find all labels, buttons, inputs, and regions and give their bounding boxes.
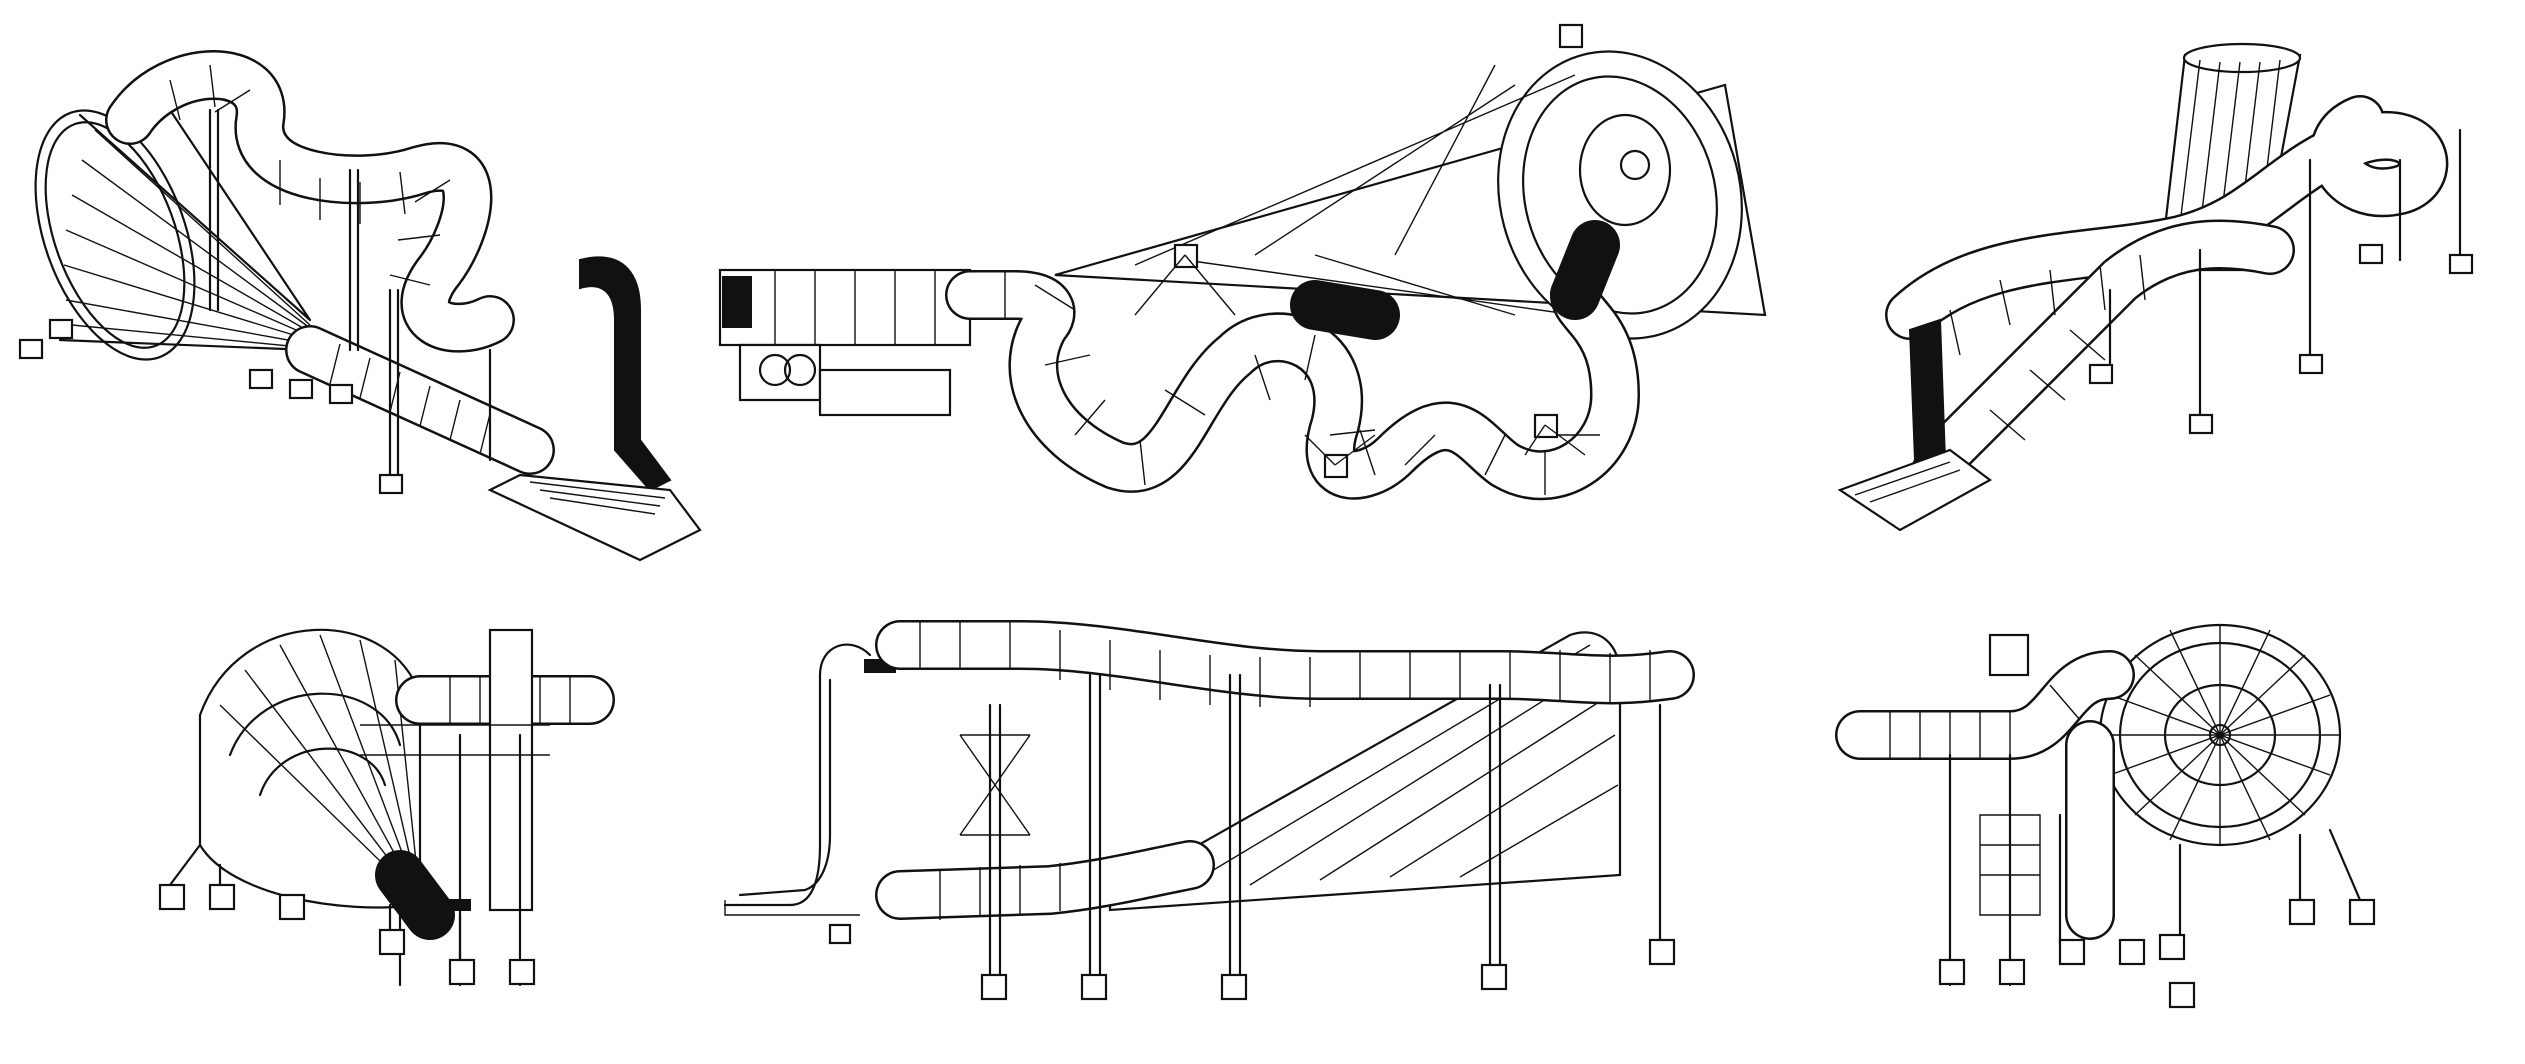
funnel-elevation — [1108, 631, 1622, 912]
iso-front-left-view — [18, 20, 702, 562]
footings — [158, 843, 536, 986]
funnel-elevation — [198, 628, 422, 909]
tower-frame — [1948, 633, 2062, 987]
plan-top-view — [715, 15, 1775, 520]
support-columns — [18, 108, 492, 495]
iso-rear-right-view — [1837, 30, 2520, 540]
iso-rear-right-svg — [1837, 42, 2474, 532]
elevation-right-end-svg — [1835, 623, 2376, 1009]
elevation-side-svg — [723, 620, 1695, 1001]
start-tower-stair — [723, 643, 896, 916]
support-columns — [2088, 128, 2474, 435]
exit-runout — [1837, 448, 1993, 532]
iso-front-left-svg — [18, 50, 702, 562]
slide-tube-plan — [945, 220, 1640, 501]
funnel-cone — [34, 108, 312, 361]
elevation-right-end-view — [1835, 615, 2400, 1015]
funnel-plan — [1054, 23, 1767, 340]
slide-tube — [875, 620, 1695, 920]
start-tower — [718, 268, 972, 417]
elevation-left-end-svg — [158, 628, 615, 987]
slide-tube — [1835, 650, 2135, 940]
funnel-face — [2098, 623, 2342, 847]
enclosed-chute — [579, 256, 672, 492]
elevation-left-end-view — [158, 615, 700, 1015]
support-columns — [828, 673, 1676, 1001]
elevation-side-view — [720, 615, 1780, 1015]
footings — [1938, 828, 2376, 1009]
slide-tube — [105, 50, 555, 475]
plan-top-svg — [718, 23, 1767, 501]
exit-runout — [487, 473, 702, 562]
slide-tube — [1885, 95, 2449, 485]
